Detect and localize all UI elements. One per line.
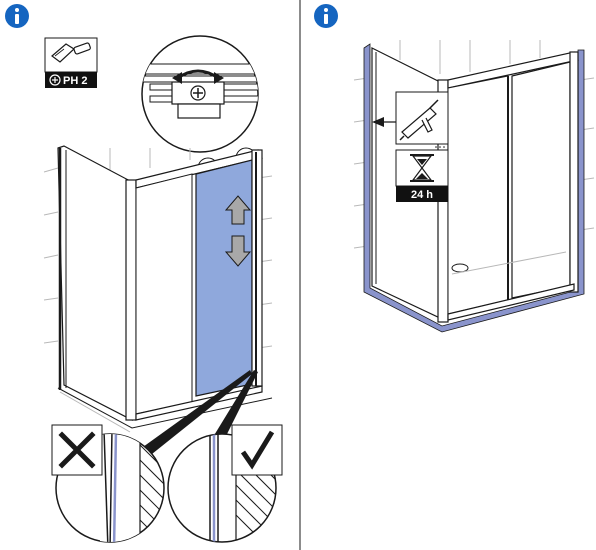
hourglass-icon bbox=[410, 154, 434, 182]
seal-pointer bbox=[372, 117, 396, 127]
drain-icon bbox=[451, 263, 469, 273]
cure-time-label: 24 h bbox=[411, 189, 433, 201]
screwdriver-icon bbox=[51, 42, 91, 63]
tool-label: PH 2 bbox=[63, 75, 87, 87]
right-panel: 24 h bbox=[314, 4, 595, 333]
silicone-gun-icon bbox=[399, 99, 439, 141]
shower-enclosure-right bbox=[363, 43, 585, 333]
down-arrow-icon bbox=[224, 235, 252, 267]
sliding-door-highlight bbox=[195, 159, 253, 397]
callout-lines bbox=[136, 370, 258, 462]
silicone-gun-card bbox=[395, 91, 449, 148]
correct-detail-magnifier bbox=[167, 424, 283, 543]
screwdriver-tool-card: PH 2 bbox=[44, 37, 98, 88]
info-icon-right bbox=[314, 4, 338, 28]
shower-enclosure-left bbox=[57, 145, 273, 433]
hourglass-card: 24 h bbox=[395, 149, 449, 202]
info-icon bbox=[5, 4, 29, 28]
check-icon bbox=[231, 424, 283, 476]
left-panel: PH 2 bbox=[5, 4, 283, 543]
up-arrow-icon bbox=[224, 195, 252, 225]
wrong-detail-magnifier bbox=[51, 424, 165, 543]
silicone-seal-highlight bbox=[363, 43, 585, 333]
phillips-icon bbox=[49, 74, 61, 86]
adjustment-magnifier bbox=[141, 35, 259, 153]
cure-label-bg bbox=[396, 186, 448, 202]
